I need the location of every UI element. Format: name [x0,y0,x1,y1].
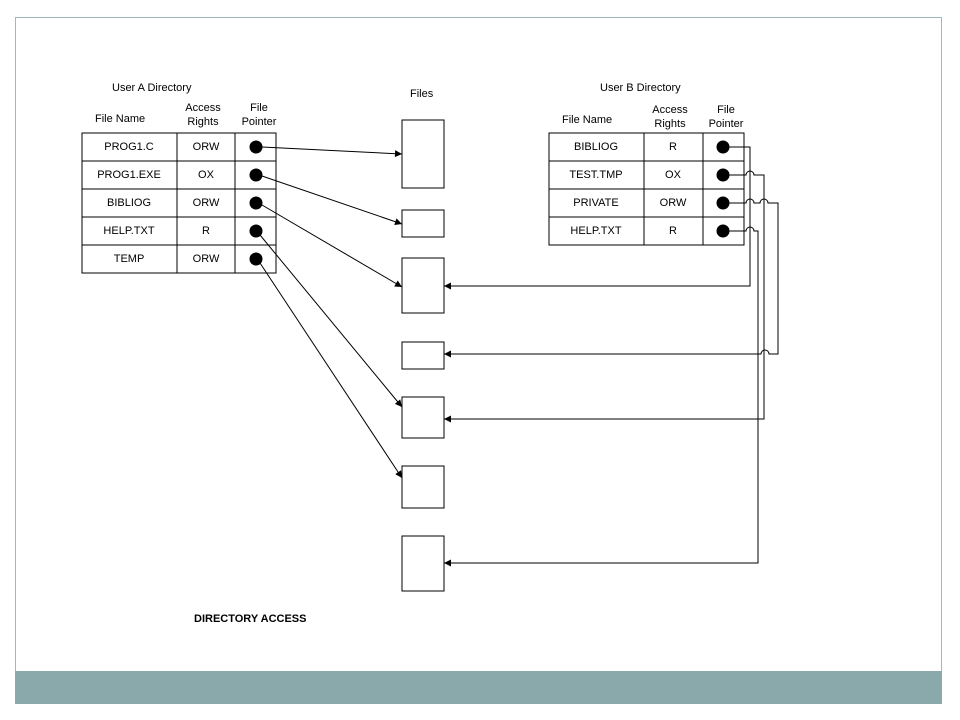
pointer-arrow [259,234,403,408]
file-pointer-dot [249,196,263,210]
user-b-table: BIBLIOG R TEST.TMP OX PRIVATE ORW HELP.T… [548,132,745,246]
user-a-row-name: TEMP [114,253,145,265]
file-block [401,396,445,439]
files-column [401,119,445,592]
user-a-row-rights: R [202,225,210,237]
user-a-row-rights: ORW [193,197,220,209]
user-b-row-name: HELP.TXT [570,225,621,237]
pointer-arrow [444,198,779,358]
user-a-header-access-1: Access [185,102,221,114]
file-block [401,257,445,314]
file-pointer-dot [249,252,263,266]
user-b-header-pointer-2: Pointer [709,118,744,130]
user-a-header-access-2: Rights [187,116,219,128]
user-a-row-rights: OX [198,169,215,181]
pointer-arrow [444,170,765,423]
file-pointer-dot [249,224,263,238]
user-b-header-access-2: Rights [654,118,686,130]
user-b-title: User B Directory [600,82,681,94]
pointer-arrow [261,146,403,158]
user-b-row-rights: ORW [660,197,687,209]
user-a-row-name: HELP.TXT [103,225,154,237]
pointer-arrow [261,204,403,288]
user-b-row-name: PRIVATE [573,197,618,209]
diagram-caption: DIRECTORY ACCESS [194,613,306,625]
file-block [401,209,445,238]
user-a-header-pointer-1: File [250,102,268,114]
user-b-row-name: BIBLIOG [574,141,618,153]
file-block [401,465,445,509]
slide-frame [15,17,942,703]
files-label: Files [410,88,434,100]
user-a-header-pointer-2: Pointer [242,116,277,128]
user-b-row-rights: OX [665,169,682,181]
user-b-header-file-name: File Name [562,114,612,126]
footer-band [15,671,942,704]
file-pointer-dot [249,140,263,154]
file-pointer-dot [716,196,730,210]
pointer-arrow [261,175,403,226]
user-a-pointer-arrows [259,146,403,479]
file-block [401,535,445,592]
user-b-pointer-arrows [444,146,779,567]
user-b-row-name: TEST.TMP [569,169,622,181]
user-b-row-rights: R [669,141,677,153]
user-b-row-rights: R [669,225,677,237]
file-pointer-dot [716,224,730,238]
user-a-header-file-name: File Name [95,113,145,125]
user-a-row-name: PROG1.EXE [97,169,161,181]
user-b-header-access-1: Access [652,104,688,116]
user-a-row-rights: ORW [193,141,220,153]
user-a-table: PROG1.C ORW PROG1.EXE OX BIBLIOG ORW HEL… [81,132,277,274]
file-pointer-dot [716,168,730,182]
user-a-row-name: BIBLIOG [107,197,151,209]
file-block [401,341,445,370]
file-pointer-dot [716,140,730,154]
pointer-arrow [444,146,751,290]
pointer-arrow [259,262,403,479]
user-a-row-rights: ORW [193,253,220,265]
pointer-arrow [444,226,759,567]
file-pointer-dot [249,168,263,182]
user-a-title: User A Directory [112,82,192,94]
file-block [401,119,445,189]
user-b-header-pointer-1: File [717,104,735,116]
user-a-row-name: PROG1.C [104,141,154,153]
